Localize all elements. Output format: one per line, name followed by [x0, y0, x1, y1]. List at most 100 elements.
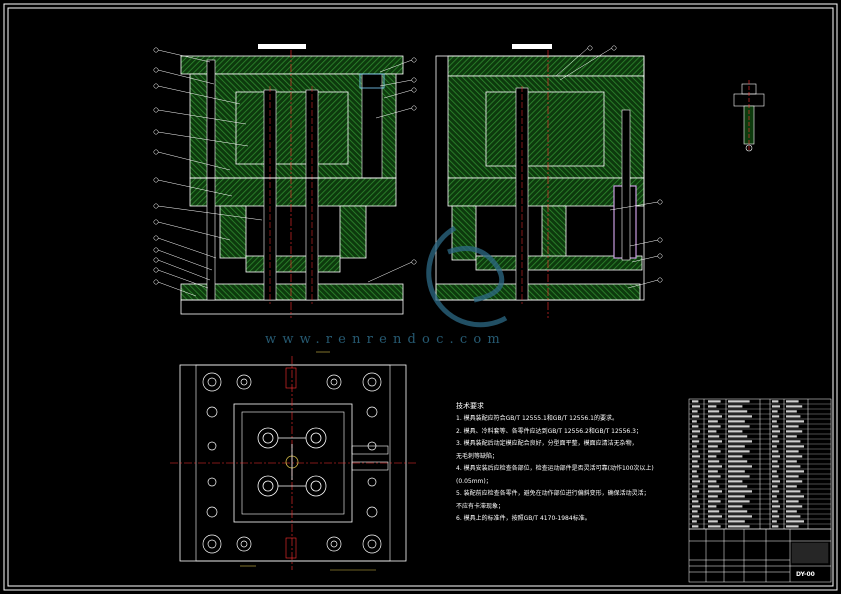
parts-row-text-mark [692, 460, 698, 463]
parts-row-text-mark [708, 525, 721, 528]
parts-row-text-mark [772, 415, 780, 418]
parts-row-text-mark [708, 415, 722, 418]
parts-row-text-mark [786, 520, 804, 523]
parts-row-text-mark [772, 445, 777, 448]
parts-row-text-mark [708, 500, 721, 503]
parts-row-text-mark [786, 475, 799, 478]
parts-row-text-mark [708, 505, 717, 508]
core-insert-right [485, 91, 605, 167]
detail-view [733, 80, 765, 152]
parts-row-text-mark [772, 495, 777, 498]
core-plate [189, 177, 397, 207]
parts-row-text-mark [728, 465, 752, 468]
parts-row-text-mark [786, 455, 803, 458]
guide-bush [361, 73, 383, 179]
technical-requirement-line: 无毛刺等缺陷； [456, 452, 499, 460]
core-insert [235, 91, 349, 165]
parts-row-text-mark [786, 440, 801, 443]
return-pin-right [621, 109, 631, 261]
plan-bolt-holes [202, 372, 382, 554]
section-label-right [512, 44, 552, 49]
parts-row-text-mark [708, 430, 717, 433]
parts-row-text-mark [708, 510, 720, 513]
leader-lines-left [153, 47, 417, 297]
parts-row-text-mark [692, 480, 700, 483]
parts-row-text-mark [728, 450, 750, 453]
parts-row-text-mark [708, 405, 717, 408]
parts-row-text-mark [692, 510, 698, 513]
parts-row-text-mark [708, 520, 718, 523]
parts-row-text-mark [772, 525, 779, 528]
parts-row-text-mark [708, 455, 717, 458]
parts-row-text-mark [786, 495, 804, 498]
parts-row-text-mark [692, 520, 697, 523]
return-pin [206, 59, 216, 301]
parts-row-text-mark [772, 505, 780, 508]
parts-row-text-mark [728, 520, 745, 523]
parts-row-text-mark [692, 475, 699, 478]
parts-row-text-mark [692, 455, 700, 458]
parts-row-text-mark [728, 500, 750, 503]
parts-row-text-mark [728, 455, 743, 458]
technical-requirement-line: 4. 模具安装后应检查各部位，检查运动部件是否灵活可靠(动作100次以上) [456, 465, 654, 472]
parts-row-text-mark [692, 505, 700, 508]
plan-side-ports [351, 445, 389, 471]
parts-row-text-mark [786, 405, 803, 408]
section-label-left [258, 44, 306, 49]
parts-row-text-mark [708, 445, 718, 448]
parts-row-text-mark [728, 475, 750, 478]
parts-row-text-mark [772, 490, 780, 493]
parts-row-text-mark [708, 480, 717, 483]
parts-row-text-mark [786, 460, 797, 463]
watermark-logo [426, 225, 508, 328]
parts-row-text-mark [786, 525, 799, 528]
parts-row-text-mark [786, 485, 797, 488]
parts-row-text-mark [728, 405, 743, 408]
parts-row-text-mark [772, 400, 779, 403]
parts-row-text-mark [786, 510, 797, 513]
drawing-number: DY-00 [796, 571, 815, 578]
parts-row-text-mark [786, 430, 803, 433]
technical-requirement-line: 6. 模具上的标准件，按照GB/T 4170-1984标准。 [456, 515, 591, 522]
parts-row-text-mark [692, 435, 698, 438]
parts-row-text-mark [708, 495, 718, 498]
parts-row-text-mark [728, 485, 748, 488]
parts-row-text-mark [728, 440, 752, 443]
title-block [688, 528, 832, 583]
technical-requirement-line: (0.05mm)； [456, 477, 492, 485]
parts-row-text-mark [728, 510, 748, 513]
parts-row-text-mark [692, 420, 697, 423]
parts-row-text-mark [786, 420, 804, 423]
plan-view [170, 351, 418, 571]
section-view-right [435, 44, 663, 318]
parts-row-text-mark [728, 445, 745, 448]
parts-row-text-mark [772, 420, 777, 423]
parts-row-text-mark [692, 430, 700, 433]
parts-row-text-mark [786, 505, 803, 508]
parts-row-text-mark [772, 520, 777, 523]
core-plate-right [447, 177, 645, 207]
parts-row-text-mark [692, 485, 698, 488]
parts-row-text-mark [772, 410, 778, 413]
outer-frame [3, 3, 838, 591]
parts-row-text-mark [772, 425, 779, 428]
parts-row-text-mark [728, 490, 752, 493]
parts-row-text-mark [692, 515, 700, 518]
bottom-plate-right [435, 283, 641, 301]
parts-row-text-mark [692, 445, 697, 448]
parts-row-text-mark [772, 510, 778, 513]
parts-row-text-mark [708, 410, 720, 413]
parts-row-text-mark [786, 480, 803, 483]
technical-requirements-title: 技术要求 [456, 402, 484, 410]
parts-row-text-mark [786, 500, 799, 503]
parts-row-text-mark [786, 450, 799, 453]
parts-row-text-mark [728, 460, 748, 463]
leader-lines-right [555, 45, 663, 289]
parts-row-text-mark [772, 460, 778, 463]
parts-row-text-mark [692, 405, 700, 408]
parts-list-rows [689, 403, 831, 525]
sprue-bush [359, 73, 385, 89]
inner-frame [7, 7, 834, 587]
parts-row-text-mark [728, 435, 748, 438]
